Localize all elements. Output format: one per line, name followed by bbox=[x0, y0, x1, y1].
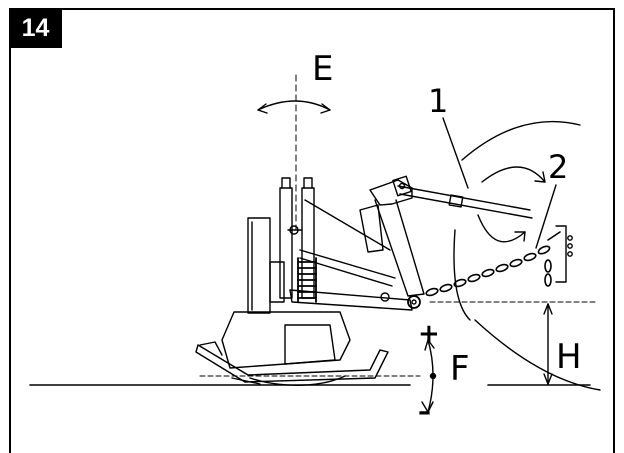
lift-chain-2 bbox=[425, 231, 561, 297]
figure-number-badge: 14 bbox=[9, 8, 62, 48]
height-dimension-h-icon bbox=[543, 303, 553, 385]
adjustment-arrow-f-icon bbox=[421, 339, 437, 413]
mower-body bbox=[195, 217, 389, 386]
label-part-1: 1 bbox=[428, 82, 448, 120]
link-arms bbox=[289, 199, 421, 311]
chain-anchor-plate bbox=[555, 225, 573, 283]
figure-frame bbox=[9, 8, 615, 453]
rotation-arrows-icon bbox=[477, 166, 546, 243]
sweep-arcs bbox=[453, 120, 601, 391]
leader-line-2 bbox=[535, 184, 557, 249]
tilt-arrow-e-icon bbox=[257, 100, 331, 114]
label-plus: + bbox=[418, 319, 440, 349]
suspension-spring bbox=[297, 257, 317, 303]
ground-line bbox=[29, 375, 591, 386]
label-minus: – bbox=[418, 397, 431, 427]
label-e: E bbox=[312, 49, 333, 89]
leader-line-1 bbox=[442, 117, 469, 189]
label-f: F bbox=[450, 349, 470, 389]
frame-bracket bbox=[359, 175, 425, 297]
label-part-2: 2 bbox=[548, 148, 568, 186]
hydraulic-cylinder-1 bbox=[397, 185, 533, 219]
label-h: H bbox=[556, 337, 582, 377]
